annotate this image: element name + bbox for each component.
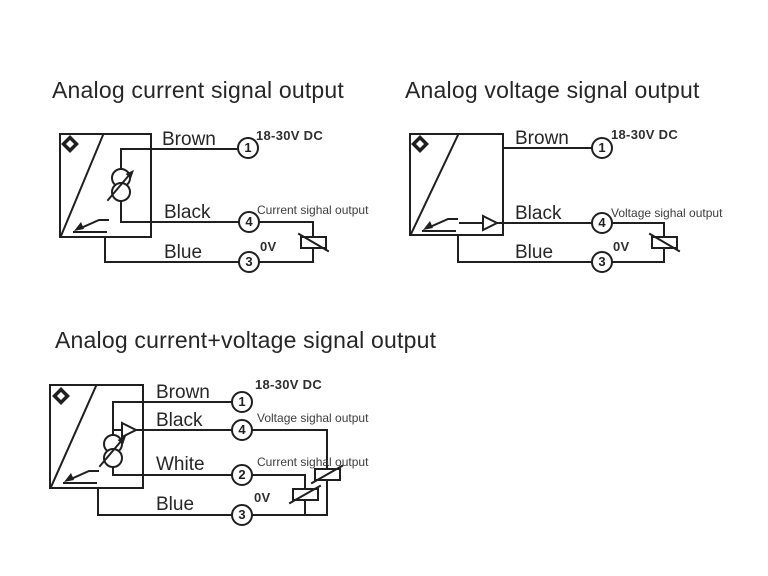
signal-annotation: Voltage sighal output xyxy=(611,206,723,220)
zero-volt-annotation: 0V xyxy=(254,490,271,505)
load-loop-wire xyxy=(258,221,314,263)
signal-annotation: Current sighal output xyxy=(257,455,369,469)
load-loop-wire xyxy=(611,222,665,263)
output-characteristic-icon xyxy=(63,470,99,484)
load-resistor-icon xyxy=(297,232,330,253)
diagram-current-linework xyxy=(59,133,330,273)
wire-label-white: White xyxy=(156,454,205,475)
current-source-icon xyxy=(106,168,134,202)
terminal-circle-1 xyxy=(231,391,253,413)
signal-annotation: Voltage sighal output xyxy=(257,411,369,425)
wire-label-blue: Blue xyxy=(164,242,203,263)
wire-blue xyxy=(457,234,593,263)
sensor-diagonal xyxy=(409,133,460,236)
diagram-title: Analog current+voltage signal output xyxy=(55,327,437,353)
output-characteristic-icon xyxy=(422,218,458,232)
sensor-diagonal xyxy=(59,133,105,238)
current-source-icon xyxy=(98,434,126,468)
signal-annotation: Current sighal output xyxy=(257,203,369,217)
diamond-icon xyxy=(411,135,429,153)
wire-label-brown: Brown xyxy=(156,382,210,403)
terminal-number: 2 xyxy=(238,467,246,482)
load-resistor-icon xyxy=(310,464,344,485)
wire-label-brown: Brown xyxy=(515,128,569,149)
supply-annotation: 18-30V DC xyxy=(611,127,679,142)
sensor-box xyxy=(49,384,144,489)
terminal-number: 4 xyxy=(238,422,246,437)
terminal-number: 3 xyxy=(598,254,606,269)
sensor-box xyxy=(409,133,504,236)
load-loop-wire-voltage xyxy=(251,429,328,516)
terminal-number: 4 xyxy=(598,215,606,230)
terminal-number: 1 xyxy=(598,140,606,155)
wire-label-black: Black xyxy=(164,202,211,223)
terminal-number: 3 xyxy=(245,254,253,269)
voltage-buffer-icon xyxy=(112,421,139,439)
voltage-buffer-icon xyxy=(459,214,500,232)
zero-volt-annotation: 0V xyxy=(613,239,630,254)
diagram-title: Analog current signal output xyxy=(52,77,345,103)
load-resistor-icon xyxy=(648,232,681,253)
wire-label-black: Black xyxy=(515,203,562,224)
wire-label-blue: Blue xyxy=(515,242,554,263)
terminal-circle-1 xyxy=(237,137,259,159)
wire-label-black: Black xyxy=(156,410,203,431)
diamond-icon xyxy=(52,387,70,405)
terminal-number: 1 xyxy=(244,140,252,155)
terminal-number: 1 xyxy=(238,394,246,409)
diamond-icon xyxy=(61,135,79,153)
wire-blue xyxy=(97,487,233,516)
terminal-number: 3 xyxy=(238,507,246,522)
supply-annotation: 18-30V DC xyxy=(255,377,323,392)
zero-volt-annotation: 0V xyxy=(260,239,277,254)
wire-label-blue: Blue xyxy=(156,494,195,515)
supply-annotation: 18-30V DC xyxy=(256,128,324,143)
sensor-diagonal xyxy=(49,384,98,489)
wire-blue xyxy=(104,236,240,263)
load-resistor-icon xyxy=(288,484,322,505)
diagram-title: Analog voltage signal output xyxy=(405,77,700,103)
diagram-voltage-linework xyxy=(409,133,681,273)
output-characteristic-icon xyxy=(73,219,109,233)
terminal-circle-1 xyxy=(591,137,613,159)
load-loop-wire-current xyxy=(251,474,306,516)
diagram-current-voltage-linework xyxy=(49,384,344,526)
terminal-number: 4 xyxy=(245,214,253,229)
wire-label-brown: Brown xyxy=(162,129,216,150)
